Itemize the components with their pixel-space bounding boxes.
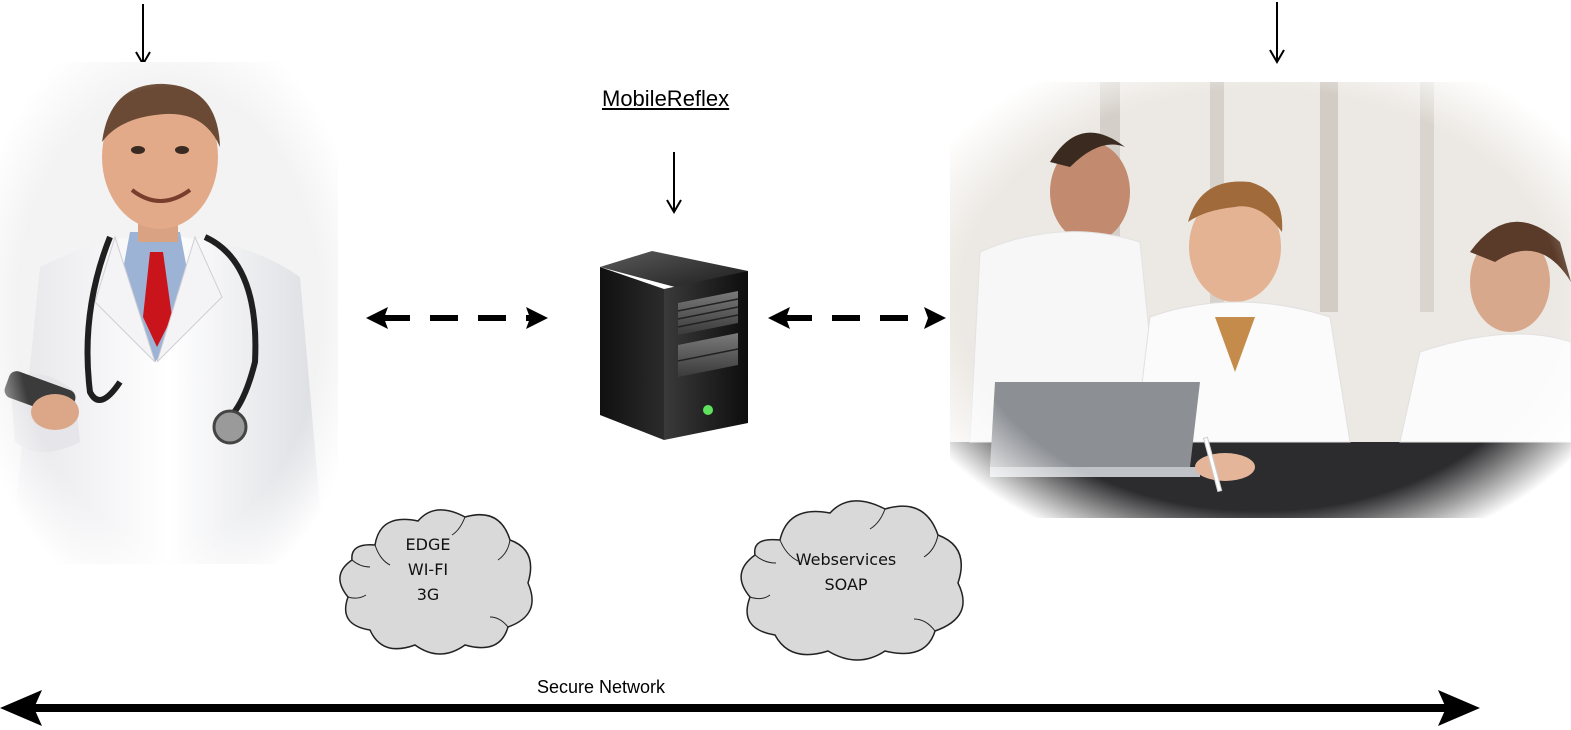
network-label: Secure Network [537,677,666,697]
cloud-icon [740,500,964,661]
server-tower-icon [600,251,748,440]
cloud-left-line: 3G [416,585,440,604]
server-label: MobileReflex [602,86,730,111]
doctor-photo [0,62,338,564]
cloud-right-label: Webservices SOAP [776,547,916,597]
cloud-right-line: SOAP [824,575,868,594]
medical-team-photo [950,82,1571,518]
cloud-left-line: WI-FI [407,560,449,579]
dashed-arrow-server-team [768,307,946,329]
dashed-arrow-doctor-server [366,307,548,329]
cloud-right-line: Webservices [795,550,897,569]
down-arrow-doctor [135,4,151,66]
cloud-left-label: EDGE WI-FI 3G [358,532,498,607]
cloud-left-line: EDGE [405,535,451,554]
cloud-icon [339,509,533,655]
secure-network-arrow [0,690,1480,726]
down-arrow-team [1269,2,1285,64]
down-arrow-server [666,152,682,214]
